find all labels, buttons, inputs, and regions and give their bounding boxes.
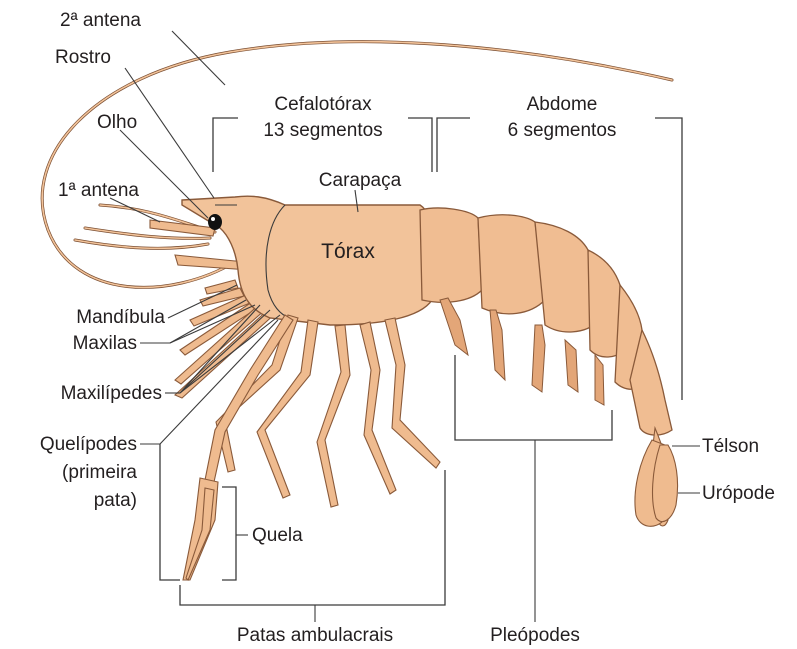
- label-eye: Olho: [97, 112, 137, 133]
- label-cephalothorax: Cefalotórax: [274, 94, 372, 115]
- label-walking-legs: Patas ambulacrais: [237, 625, 393, 646]
- label-uropod: Urópode: [702, 483, 775, 504]
- label-mandible: Mandíbula: [76, 307, 165, 328]
- label-maxillipeds: Maxilípedes: [61, 383, 162, 404]
- label-rostrum: Rostro: [55, 47, 111, 68]
- label-thorax: Tórax: [321, 240, 375, 263]
- label-abdomen-segments: 6 segmentos: [508, 120, 617, 141]
- label-first-antenna: 1ª antena: [58, 180, 139, 201]
- label-second-antenna: 2ª antena: [60, 10, 141, 31]
- brackets: [160, 118, 682, 622]
- label-carapace: Carapaça: [319, 170, 402, 191]
- label-chelipeds: Quelípodes: [40, 434, 137, 455]
- label-cephalothorax-segments: 13 segmentos: [263, 120, 382, 141]
- label-maxillae: Maxilas: [73, 333, 137, 354]
- tail-fan: [635, 428, 678, 526]
- label-telson: Télson: [702, 436, 759, 457]
- label-chela: Quela: [252, 525, 303, 546]
- label-chelipeds-sub1: (primeira: [62, 462, 137, 483]
- label-pleopods: Pleópodes: [490, 625, 580, 646]
- eye: [208, 214, 222, 230]
- label-abdomen: Abdome: [527, 94, 598, 115]
- walking-legs: [216, 315, 440, 507]
- label-chelipeds-sub2: pata): [94, 490, 137, 511]
